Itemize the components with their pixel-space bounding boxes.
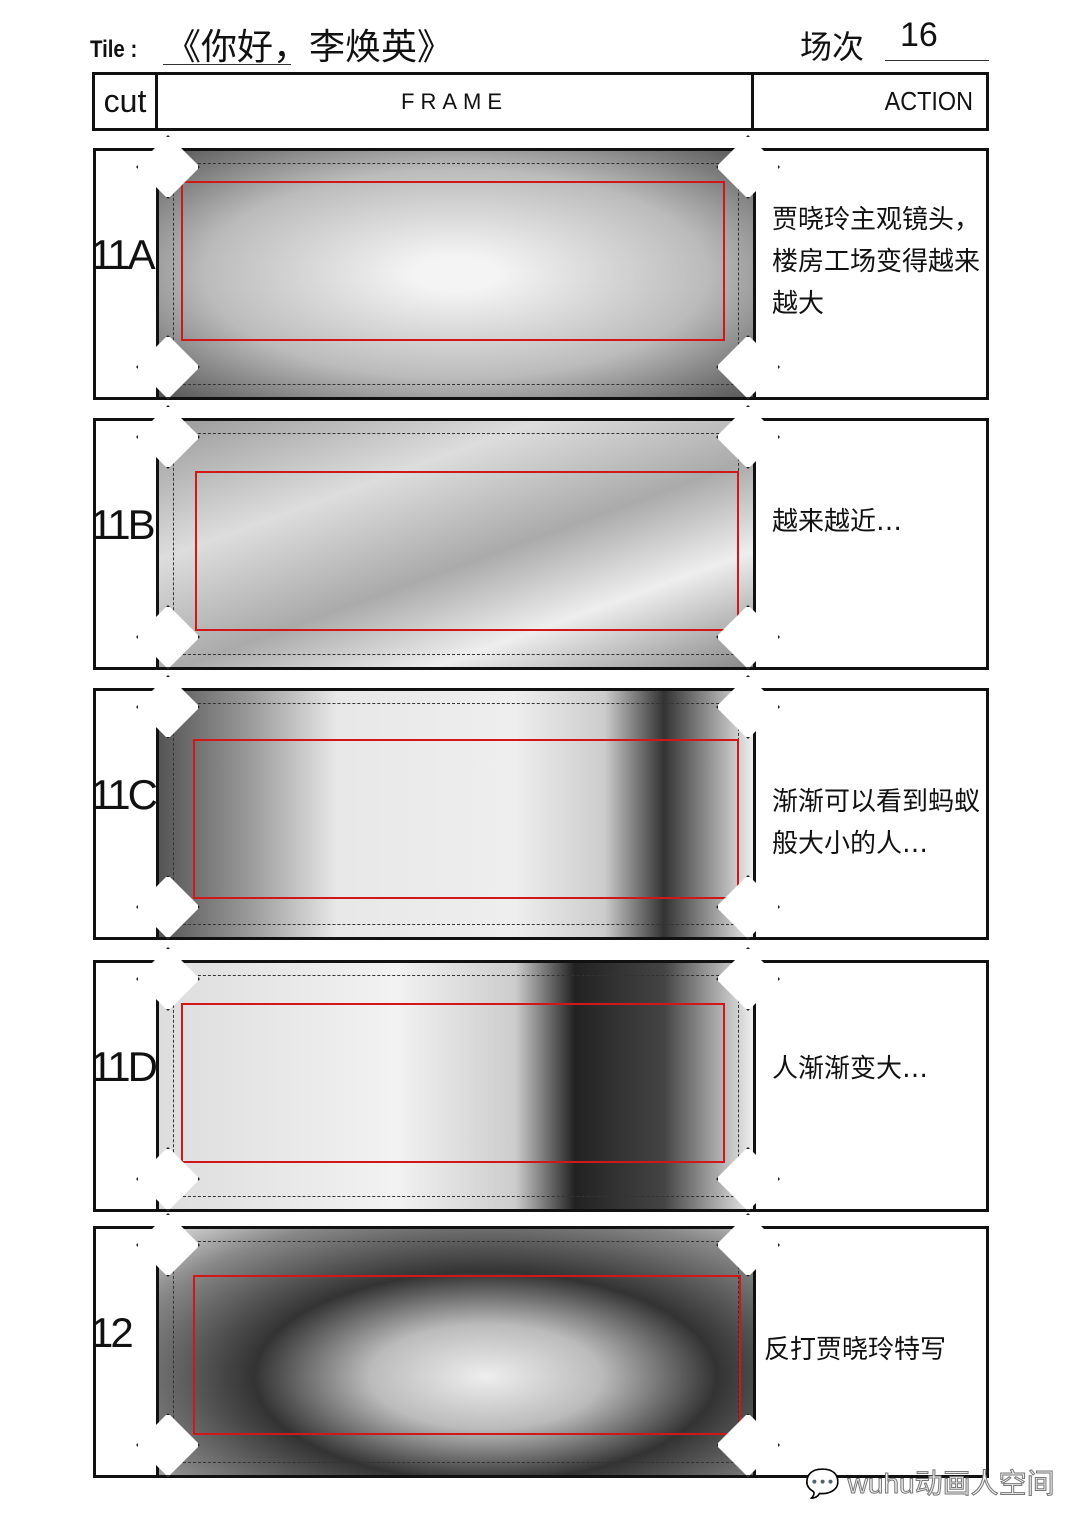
action-text: 反打贾晓玲特写 [764, 1335, 947, 1365]
header-cut: cut [95, 75, 158, 128]
action-text: 越来越近… [772, 507, 903, 537]
frame-sketch [156, 963, 756, 1209]
title-underline [163, 64, 291, 65]
watermark: 💬 wuhu动画人空间 [805, 1462, 1056, 1502]
cut-number: 11C [90, 771, 158, 818]
scene-label: 场次 [800, 28, 865, 66]
scene-number: 16 [900, 16, 938, 54]
cut-number: 11A [90, 231, 156, 278]
safe-frame-box [193, 1275, 741, 1435]
action-safe-guide [173, 1241, 739, 1463]
frame-sketch [156, 691, 756, 937]
frame-panel [136, 675, 780, 947]
cut-number: 11D [90, 1043, 158, 1090]
wechat-icon: 💬 [805, 1468, 841, 1500]
frame-sketch [156, 1229, 756, 1475]
column-header: cut FRAME ACTION [92, 72, 989, 131]
action-text: 贾晓玲主观镜头，楼房工场变得越来越大 [772, 205, 981, 319]
safe-frame-box [195, 471, 739, 631]
header-action: ACTION [884, 86, 973, 116]
safe-frame-box [181, 181, 725, 341]
header-frame: FRAME [158, 75, 754, 128]
shot-row: 11C 渐渐可以看到蚂蚁般大小的人… [90, 675, 989, 940]
shot-row: 11B 越来越近… [90, 405, 989, 670]
film-title: 《你好，李焕英》 [165, 27, 454, 68]
frame-panel [136, 1213, 780, 1485]
action-text: 人渐渐变大… [772, 1054, 929, 1084]
scene-underline [885, 60, 989, 61]
frame-panel [136, 135, 780, 407]
frame-panel [136, 947, 780, 1219]
safe-frame-box [181, 1003, 725, 1163]
action-text: 渐渐可以看到蚂蚁般大小的人… [772, 787, 981, 859]
action-safe-guide [173, 975, 739, 1197]
frame-panel [136, 405, 780, 677]
tile-label: Tile : [90, 36, 138, 63]
action-safe-guide [173, 163, 739, 385]
shot-row: 12 反打贾晓玲特写 [90, 1213, 989, 1478]
cut-number: 12 [90, 1309, 134, 1356]
shot-row: 11D 人渐渐变大… [90, 947, 989, 1212]
frame-sketch [156, 151, 756, 397]
frame-sketch [156, 421, 756, 667]
shot-row: 11A 贾晓玲主观镜头，楼房工场变得越来越大 [90, 135, 989, 400]
watermark-text: wuhu动画人空间 [847, 1468, 1055, 1500]
cut-number: 11B [90, 501, 156, 548]
safe-frame-box [193, 739, 739, 899]
